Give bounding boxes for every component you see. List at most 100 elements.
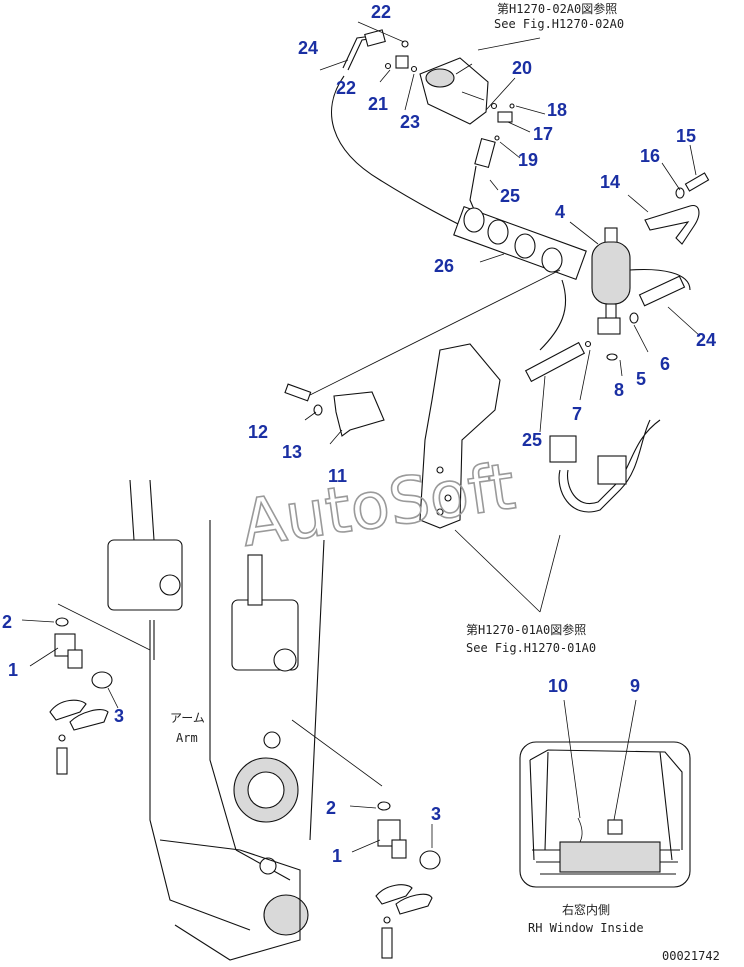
arm-block-left-hole [159,574,181,596]
hose-25-lower-curve [539,279,567,351]
cab-leaders [563,699,637,821]
label-arm-en: Arm [176,731,198,745]
cab-part-10 [577,817,583,843]
callout-26: 26 [434,256,454,276]
callout-25-top: 25 [500,186,520,206]
callout-8: 8 [614,380,624,400]
callout-20: 20 [512,58,532,78]
arm-boss-mid [259,857,277,875]
oring-18 [509,103,515,109]
callout-14: 14 [600,172,620,192]
cab-control-panel [559,841,661,873]
valve-detail [455,63,485,101]
hose-fitting-top [364,29,386,47]
bolt-left [56,747,68,775]
callout-22-top: 22 [371,2,391,22]
callout-21: 21 [368,94,388,114]
sleeve-3-right [419,850,441,870]
washer-left [58,734,66,742]
callout-25-bottom: 25 [522,430,542,450]
clamp-ring-d [541,247,563,273]
oring-20 [490,102,498,110]
oring-6 [629,312,639,324]
plate-hole-a [436,466,444,474]
oring-19 [494,135,500,141]
callout-23: 23 [400,112,420,132]
arm-body-left [149,620,251,931]
arm-boss-small [263,731,281,749]
callout-11: 11 [328,466,347,486]
hose-25-upper [469,165,477,215]
callout-22-left: 22 [336,78,356,98]
arm-boss-large-inner [247,771,285,809]
clamp-ring-b [487,219,509,245]
pipe-tee [597,455,627,485]
mounting-plate [419,343,501,529]
label-window-jp: 右窓内側 [562,902,610,917]
callout-15: 15 [676,126,696,146]
callout-1-right: 1 [332,846,342,866]
valve-block [419,57,489,125]
washer-16 [675,187,685,199]
clamp-ring-c [514,233,536,259]
clamp-ring-a [463,207,485,233]
leader-lines-top [304,21,701,445]
callout-9: 9 [630,676,640,696]
callout-3-right: 3 [431,804,441,824]
elbow-21 [395,55,409,69]
drawing-number: 00021742 [662,949,720,963]
ref-top-jp: 第H1270-02A0図参照 [497,1,617,16]
oring-22-top [401,40,409,48]
fitting-17 [497,111,513,123]
arm-rod [247,554,263,606]
arm-pin-block-hole [273,648,297,672]
oring-2-right [377,801,391,811]
accumulator-4 [591,241,631,305]
callout-12: 12 [248,422,268,442]
washer-13 [313,404,323,416]
leader-lines-lower [21,603,433,853]
label-arm-jp: アーム [170,711,205,725]
bolt-12 [284,383,312,402]
callout-10: 10 [548,676,568,696]
sleeve-3-left [91,671,113,689]
ref-top-en: See Fig.H1270-02A0 [494,17,624,31]
callout-2-left: 2 [2,612,12,632]
oring-22-left [384,62,392,70]
callout-6: 6 [660,354,670,374]
clamp-halves-left [49,699,109,731]
watermark: AutoSoft [237,450,519,562]
callout-4: 4 [555,202,565,222]
ref-lines-bottom [454,529,561,613]
hose-long-left [331,75,471,231]
arm-cylinder-left [129,479,155,541]
arm-body [209,520,325,881]
valve-cylinder [425,68,455,88]
elbow-1-right-arm [391,839,407,859]
callout-17: 17 [533,124,553,144]
accumulator-hose [629,269,691,291]
washer-right [383,916,391,924]
cab-part-9 [607,819,623,835]
bolt-right [381,927,393,959]
callout-5: 5 [636,369,646,389]
oring-8 [606,353,618,361]
callout-7: 7 [572,404,582,424]
plate-hole-b [444,494,452,502]
bracket-14 [644,204,700,245]
oring-23 [410,65,418,73]
callout-24-top: 24 [298,38,318,58]
hose-25-lower [524,341,586,383]
callout-2-right: 2 [326,798,336,818]
label-window-en: RH Window Inside [528,921,644,935]
arm-lower-body [159,839,301,961]
arm-end-boss [263,894,309,936]
plate-hole-c [436,508,444,516]
callout-19: 19 [518,150,538,170]
cab-windows [529,749,683,861]
callout-18: 18 [547,100,567,120]
callout-1-left: 1 [8,660,18,680]
callout-16: 16 [640,146,660,166]
pipe-flange [549,435,577,463]
